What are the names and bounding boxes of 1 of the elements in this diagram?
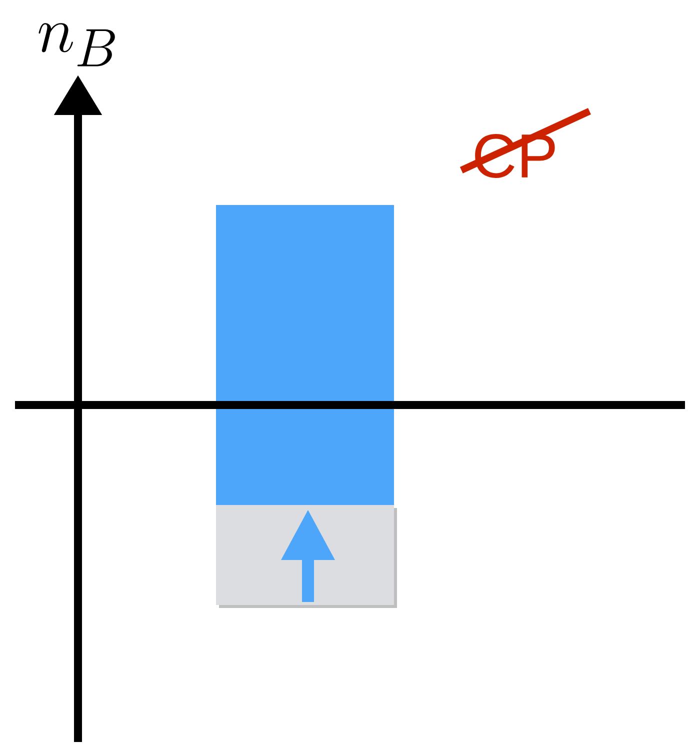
axis-label: $n_B$ <box>38 23 115 66</box>
